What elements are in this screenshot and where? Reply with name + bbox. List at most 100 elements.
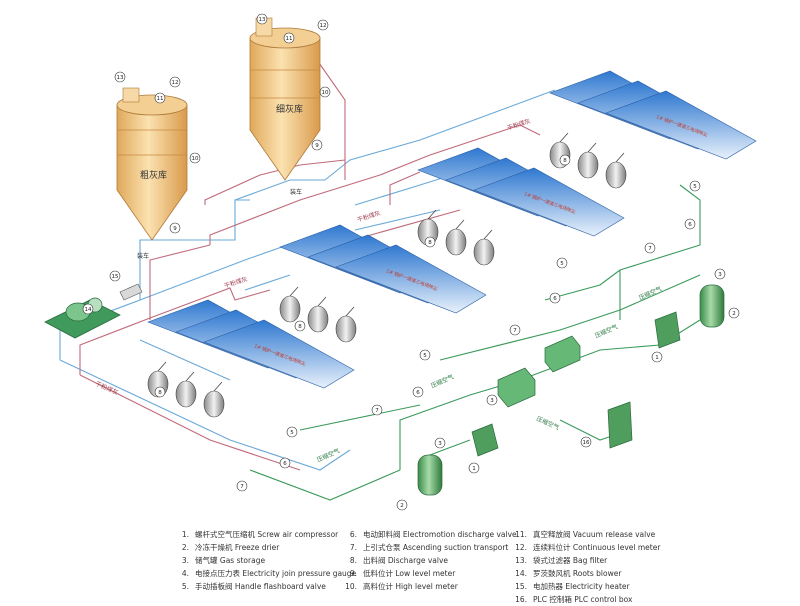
callout-circle <box>396 499 408 511</box>
callout-number: 6 <box>416 390 420 396</box>
callout-number: 8 <box>158 390 162 396</box>
legend-column-2: 6.电动卸料阀 Electromotion discharge valve 7.… <box>343 528 517 593</box>
callout-number: 5 <box>290 430 294 436</box>
plc-control-box <box>607 401 633 449</box>
legend-item: 12.连续料位计 Continuous level meter <box>515 543 661 552</box>
dry-ash-label: 干粉煤灰 <box>223 275 248 290</box>
coarse-truck-label: 装车 <box>137 252 149 260</box>
compressed-air-label: 压缩空气 <box>594 323 619 340</box>
hopper <box>605 90 757 160</box>
callout-circle <box>279 457 291 469</box>
callout-number: 11 <box>286 36 293 42</box>
legend-item: 2.冷冻干燥机 Freeze drier <box>181 543 280 552</box>
dry-ash-label: 干粉煤灰 <box>506 117 531 132</box>
callout-circle <box>311 139 323 151</box>
dry-ash-lines <box>79 49 541 471</box>
transport-pump <box>473 238 495 266</box>
callout-number: 3 <box>718 272 722 278</box>
transport-pump <box>335 315 357 343</box>
callout-number: 5 <box>423 353 427 359</box>
callout-circle <box>424 236 436 248</box>
callouts: 2133211631415131211109131211109888877776… <box>82 13 740 511</box>
callout-circle <box>294 320 306 332</box>
callout-circle <box>319 86 331 98</box>
legend-item: 9.低料位计 Low level meter <box>349 569 456 578</box>
callout-number: 7 <box>648 246 652 252</box>
callout-circle <box>651 351 663 363</box>
compressed-air-label: 压缩空气 <box>430 373 455 390</box>
callout-number: 11 <box>157 96 164 102</box>
callout-circle <box>412 386 424 398</box>
callout-number: 7 <box>375 408 379 414</box>
callout-circle <box>236 480 248 492</box>
callout-number: 3 <box>490 398 494 404</box>
fine-ash-silo: 细灰库 装车 <box>249 17 321 196</box>
callout-number: 7 <box>513 328 517 334</box>
callout-number: 6 <box>688 222 692 228</box>
hopper-group: 1# 锅炉一通道一电场除尘1# 锅炉一通道二电场除尘1# 锅炉一通道三电场除尘 <box>279 224 487 343</box>
callout-circle <box>419 349 431 361</box>
callout-number: 14 <box>85 307 92 313</box>
callout-number: 1 <box>655 355 659 361</box>
hopper <box>203 319 355 389</box>
legend-item: 4.电接点压力表 Electricity join pressure gauge <box>181 569 357 578</box>
callout-circle <box>189 152 201 164</box>
callout-circle <box>434 437 446 449</box>
callout-number: 12 <box>320 23 327 29</box>
callout-circle <box>549 292 561 304</box>
callout-number: 3 <box>438 441 442 447</box>
callout-circle <box>154 92 166 104</box>
callout-circle <box>580 436 592 448</box>
screw-air-compressor-left <box>471 423 499 457</box>
hopper-groups: 1# 锅炉一通道一电场除尘1# 锅炉一通道二电场除尘1# 锅炉一通道三电场除尘1… <box>147 70 757 418</box>
legend-column-3: 11.真空释放阀 Vacuum release valve 12.连续料位计 C… <box>513 528 660 606</box>
legend-item: 3.储气罐 Gas storage <box>181 556 266 565</box>
transport-pump <box>445 228 467 256</box>
callout-number: 12 <box>172 80 179 86</box>
legend-item: 14.罗茨鼓风机 Roots blower <box>515 569 622 578</box>
callout-number: 5 <box>693 184 697 190</box>
callout-circle <box>169 76 181 88</box>
legend-item: 13.袋式过滤器 Bag filter <box>515 556 608 565</box>
transport-pump <box>605 161 627 189</box>
hopper-group: 1# 锅炉一通道一电场除尘1# 锅炉一通道二电场除尘1# 锅炉一通道三电场除尘 <box>147 299 355 418</box>
screw-air-compressor-right <box>654 311 681 349</box>
transport-pump <box>279 295 301 323</box>
callout-number: 5 <box>560 261 564 267</box>
legend-item: 10.高料位计 High level meter <box>345 582 458 591</box>
fine-silo-label: 细灰库 <box>276 103 303 115</box>
callout-circle <box>684 218 696 230</box>
compressed-air-lines <box>249 184 701 501</box>
legend-column-1: 1.螺杆式空气压缩机 Screw air compressor 2.冷冻干燥机 … <box>175 528 356 593</box>
callout-circle <box>468 462 480 474</box>
electricity-heater <box>119 283 143 301</box>
freeze-drier-2 <box>544 335 581 373</box>
callout-circle <box>317 19 329 31</box>
pipelines <box>59 49 701 501</box>
legend-item: 6.电动卸料阀 Electromotion discharge valve <box>349 530 517 539</box>
gas-storage-tank-left <box>417 454 443 496</box>
legend-item: 5.手动插板阀 Handle flashboard valve <box>181 582 326 591</box>
callout-number: 15 <box>112 274 119 280</box>
callout-circle <box>644 242 656 254</box>
legend: 1.螺杆式空气压缩机 Screw air compressor 2.冷冻干燥机 … <box>175 528 775 604</box>
callout-number: 1 <box>472 466 476 472</box>
callout-number: 9 <box>315 143 319 149</box>
hopper-group: 1# 锅炉一通道一电场除尘1# 锅炉一通道二电场除尘1# 锅炉一通道三电场除尘 <box>549 70 757 189</box>
compressed-air-label: 压缩空气 <box>638 285 663 302</box>
callout-circle <box>169 222 181 234</box>
coarse-silo-label: 粗灰库 <box>140 169 167 181</box>
callout-number: 8 <box>428 240 432 246</box>
callout-number: 6 <box>553 296 557 302</box>
freeze-drier-1 <box>497 367 536 408</box>
callout-number: 6 <box>283 461 287 467</box>
callout-circle <box>114 71 126 83</box>
callout-number: 13 <box>117 75 124 81</box>
hopper <box>335 244 487 314</box>
callout-circle <box>714 268 726 280</box>
hopper <box>473 167 625 237</box>
callout-circle <box>728 307 740 319</box>
callout-circle <box>109 270 121 282</box>
callout-circle <box>256 13 268 25</box>
